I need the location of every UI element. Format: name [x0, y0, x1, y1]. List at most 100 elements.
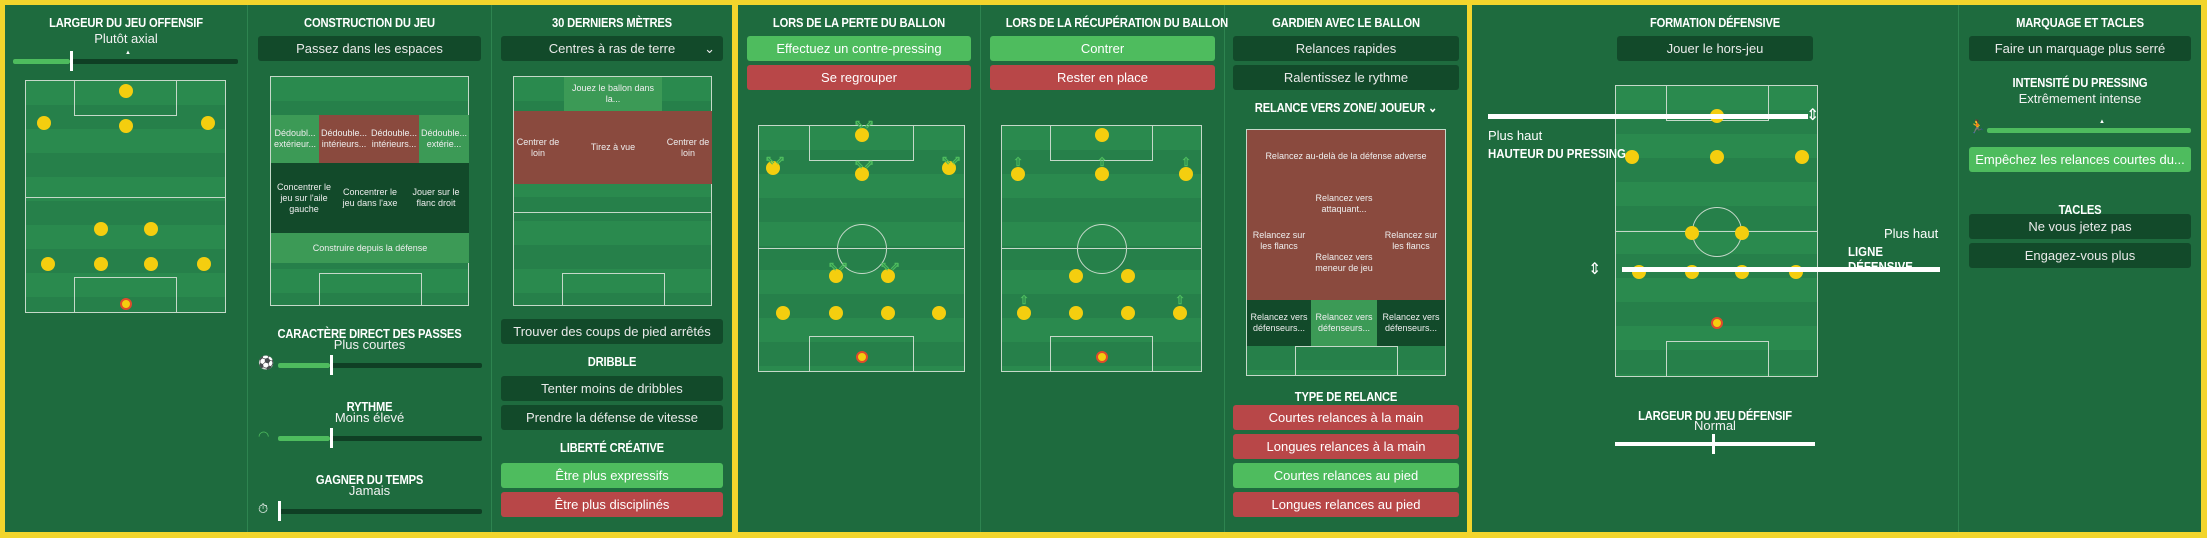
distribute-target-forward-zone[interactable]: Relancez vers attaquant... [1311, 182, 1377, 226]
shoot-on-sight-zone[interactable]: Tirez à vue [562, 111, 664, 184]
defensive-width-slider[interactable] [1615, 442, 1815, 446]
tempo-value: Moins élevé [334, 410, 405, 425]
player-marker[interactable] [932, 306, 946, 320]
pressing-intensity-title: INTENSITÉ DU PRESSING [2012, 75, 2148, 90]
player-marker[interactable] [855, 167, 869, 181]
underlap-left-zone[interactable]: Dédouble... intérieurs... [319, 115, 369, 163]
player-marker[interactable] [144, 257, 158, 271]
stopwatch-icon: ⏱ [258, 501, 269, 516]
dribble-less-button[interactable]: Tenter moins de dribbles [501, 376, 723, 401]
distribute-left-back-zone[interactable]: Relancez vers défenseurs... [1247, 300, 1311, 346]
player-marker[interactable] [41, 257, 55, 271]
set-pieces-button[interactable]: Trouver des coups de pied arrêtés [501, 319, 723, 344]
regroup-button[interactable]: Se regrouper [747, 65, 971, 90]
goalkeeper-marker[interactable] [120, 298, 132, 310]
get-stuck-in-button[interactable]: Engagez-vous plus [1969, 243, 2191, 268]
player-marker[interactable] [1121, 269, 1135, 283]
player-marker[interactable] [197, 257, 211, 271]
attacking-formation-pitch [25, 80, 226, 313]
work-ball-into-box-zone[interactable]: Jouez le ballon dans la... [564, 77, 662, 111]
player-marker[interactable] [1069, 269, 1083, 283]
focus-left-zone[interactable]: Concentrer le jeu sur l'aile gauche [271, 163, 337, 233]
player-marker[interactable] [1121, 306, 1135, 320]
player-marker[interactable] [1095, 167, 1109, 181]
run-at-defence-button[interactable]: Prendre la défense de vitesse [501, 405, 723, 430]
distribute-right-back-zone[interactable]: Relancez vers défenseurs... [1377, 300, 1445, 346]
counter-button[interactable]: Contrer [990, 36, 1215, 61]
player-marker[interactable] [829, 306, 843, 320]
distribute-quickly-button[interactable]: Relances rapides [1233, 36, 1459, 61]
pass-into-space-button[interactable]: Passez dans les espaces [258, 36, 481, 61]
player-marker[interactable] [1017, 306, 1031, 320]
passing-directness-slider[interactable] [278, 355, 482, 375]
player-marker[interactable] [1011, 167, 1025, 181]
pressing-intensity-slider[interactable]: ▲ [1987, 119, 2191, 133]
player-marker[interactable] [1173, 306, 1187, 320]
focus-right-zone[interactable]: Jouer sur le flanc droit [403, 163, 469, 233]
focus-centre-zone[interactable]: Concentrer le jeu dans l'axe [337, 163, 403, 233]
prevent-short-gk-distribution-button[interactable]: Empêchez les relances courtes du... [1969, 147, 2191, 172]
pressing-intensity-value: Extrêmement intense [2018, 91, 2142, 106]
dribbling-title: DRIBBLE [587, 354, 637, 369]
player-marker[interactable] [37, 116, 51, 130]
player-marker[interactable] [881, 269, 895, 283]
early-cross-right-zone[interactable]: Centrer de loin [664, 111, 712, 184]
overlap-right-zone[interactable]: Dédouble... extérie... [419, 115, 469, 163]
tighter-marking-button[interactable]: Faire un marquage plus serré [1969, 36, 2191, 61]
be-more-disciplined-button[interactable]: Être plus disciplinés [501, 492, 723, 517]
player-marker[interactable] [1795, 150, 1809, 164]
player-marker[interactable] [1685, 226, 1699, 240]
player-marker[interactable] [1095, 128, 1109, 142]
defensive-width-knob[interactable] [1712, 434, 1715, 454]
press-height-label: Plus haut [1488, 128, 1543, 143]
defensive-line-handle[interactable] [1622, 267, 1940, 272]
short-kicks-button[interactable]: Courtes relances au pied [1233, 463, 1459, 488]
play-out-of-defence-zone[interactable]: Construire depuis la défense [271, 233, 469, 263]
short-throws-button[interactable]: Courtes relances à la main [1233, 405, 1459, 430]
player-marker[interactable] [201, 116, 215, 130]
early-cross-left-zone[interactable]: Centrer de loin [514, 111, 562, 184]
long-kicks-button[interactable]: Longues relances au pied [1233, 492, 1459, 517]
underlap-right-zone[interactable]: Dédouble... intérieurs... [369, 115, 419, 163]
line-of-engagement-handle[interactable] [1488, 114, 1808, 119]
player-marker[interactable] [942, 161, 956, 175]
player-marker[interactable] [776, 306, 790, 320]
tempo-slider[interactable] [278, 428, 482, 448]
player-marker[interactable] [119, 119, 133, 133]
distribute-playmaker-zone[interactable]: Relancez vers meneur de jeu [1311, 226, 1377, 300]
player-marker[interactable] [1179, 167, 1193, 181]
goalkeeper-marker[interactable] [856, 351, 868, 363]
crossing-select[interactable]: Centres à ras de terre⌄ [501, 36, 723, 61]
long-throws-button[interactable]: Longues relances à la main [1233, 434, 1459, 459]
distribute-centre-backs-zone[interactable]: Relancez vers défenseurs... [1311, 300, 1377, 346]
stay-on-feet-button[interactable]: Ne vous jetez pas [1969, 214, 2191, 239]
goalkeeper-marker[interactable] [1096, 351, 1108, 363]
player-marker[interactable] [855, 128, 869, 142]
counter-press-button[interactable]: Effectuez un contre-pressing [747, 36, 971, 61]
distribute-to-area-title[interactable]: RELANCE VERS ZONE/ JOUEUR ⌄ [1254, 100, 1438, 115]
distribution-pitch: Relancez au-delà de la défense adverse R… [1246, 129, 1446, 376]
player-marker[interactable] [144, 222, 158, 236]
overlap-left-zone[interactable]: Dédoubl... extérieur... [271, 115, 319, 163]
player-marker[interactable] [1710, 150, 1724, 164]
be-more-expressive-button[interactable]: Être plus expressifs [501, 463, 723, 488]
player-marker[interactable] [1069, 306, 1083, 320]
distribute-flanks-left-zone[interactable]: Relancez sur les flancs [1247, 182, 1311, 300]
player-marker[interactable] [766, 161, 780, 175]
offside-trap-button[interactable]: Jouer le hors-jeu [1617, 36, 1813, 61]
player-marker[interactable] [119, 84, 133, 98]
player-marker[interactable] [881, 306, 895, 320]
player-marker[interactable] [94, 257, 108, 271]
player-marker[interactable] [1735, 226, 1749, 240]
hold-shape-button[interactable]: Rester en place [990, 65, 1215, 90]
time-wasting-slider[interactable] [278, 501, 482, 521]
player-marker[interactable] [1625, 150, 1639, 164]
player-marker[interactable] [94, 222, 108, 236]
distribute-flanks-right-zone[interactable]: Relancez sur les flancs [1377, 182, 1445, 300]
slow-pace-down-button[interactable]: Ralentissez le rythme [1233, 65, 1459, 90]
goalkeeper-marker[interactable] [1711, 317, 1723, 329]
marking-tackling-column: MARQUAGE ET TACLES Faire un marquage plu… [1959, 5, 2201, 532]
player-marker[interactable] [829, 269, 843, 283]
attacking-width-slider[interactable]: ▲ [13, 50, 238, 71]
distribute-over-defence-zone[interactable]: Relancez au-delà de la défense adverse [1247, 130, 1445, 182]
